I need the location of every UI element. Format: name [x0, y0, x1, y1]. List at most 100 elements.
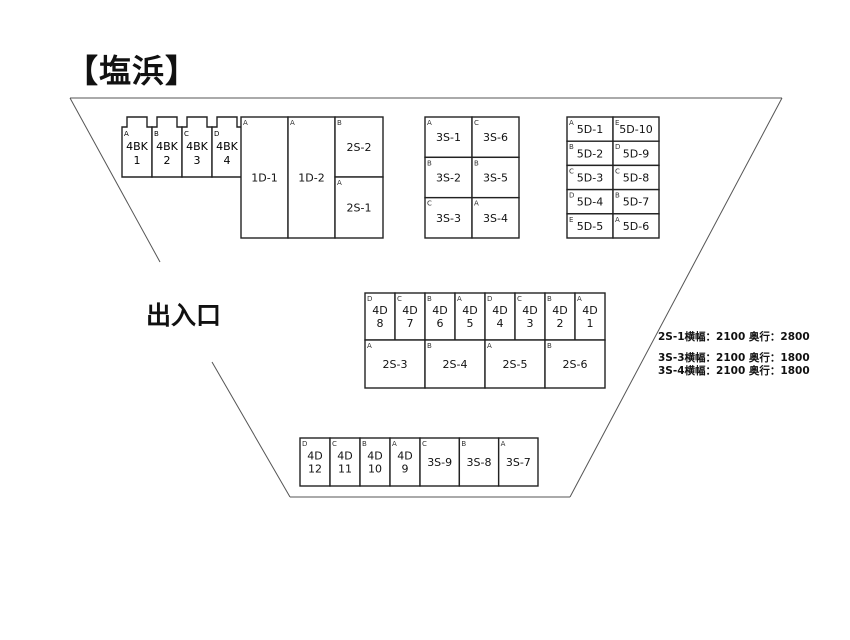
parking-unit: E5D-10 — [612, 116, 660, 142]
unit-outline — [419, 437, 461, 487]
unit-label: 8 — [377, 317, 384, 330]
unit-label: 3 — [527, 317, 534, 330]
unit-label: 4D — [367, 449, 382, 462]
unit-outline — [566, 188, 614, 215]
unit-type-code: D — [367, 295, 372, 303]
unit-label: 4BK — [156, 140, 179, 153]
unit-type-code: B — [427, 295, 432, 303]
unit-type-code: D — [302, 440, 307, 448]
parking-unit: A3S-4 — [471, 196, 520, 239]
unit-outline — [612, 140, 660, 167]
unit-type-code: A — [290, 119, 295, 127]
unit-label: 4D — [307, 449, 322, 462]
unit-type-code: B — [547, 295, 552, 303]
unit-type-code: C — [332, 440, 337, 448]
unit-outline — [566, 213, 614, 239]
unit-label: 4BK — [186, 140, 209, 153]
parking-unit: B5D-2 — [566, 140, 614, 167]
unit-outline — [471, 196, 520, 239]
boundary-left-lower — [211, 361, 291, 498]
unit-label: 5D-9 — [623, 147, 649, 160]
unit-label: 2S-1 — [347, 201, 372, 214]
parking-unit: C5D-3 — [566, 164, 614, 191]
unit-outline — [471, 116, 520, 159]
unit-type-code: A — [487, 342, 492, 350]
unit-outline — [484, 339, 546, 389]
parking-unit: A3S-7 — [497, 437, 539, 487]
unit-type-code: A — [367, 342, 372, 350]
unit-type-code: C — [474, 119, 479, 127]
unit-label: 5D-6 — [623, 220, 649, 233]
unit-label: 6 — [437, 317, 444, 330]
unit-label: 5D-10 — [619, 123, 652, 136]
unit-label: 2S-2 — [347, 141, 372, 154]
parking-unit: E5D-5 — [566, 213, 614, 239]
parking-units: A4BK1B4BK2C4BK3D4BK4A1D-1A1D-2B2S-2A2S-1… — [121, 116, 660, 487]
unit-label: 3S-3 — [436, 212, 461, 225]
unit-type-code: B — [427, 342, 432, 350]
unit-type-code: C — [397, 295, 402, 303]
parking-unit: B 3S-2 — [424, 156, 473, 199]
unit-label: 3S-1 — [436, 131, 461, 144]
parking-unit: B3S-8 — [458, 437, 500, 487]
unit-type-code: B — [427, 159, 432, 167]
unit-outline — [329, 437, 361, 487]
parking-unit: D5D-4 — [566, 188, 614, 215]
unit-label: 4D — [337, 449, 352, 462]
unit-type-code: B — [154, 130, 159, 138]
unit-label: 1 — [134, 154, 141, 167]
unit-type-code: C — [517, 295, 522, 303]
unit-outline — [612, 116, 660, 142]
unit-label: 4BK — [126, 140, 149, 153]
unit-label: 1D-2 — [298, 171, 324, 184]
unit-type-code: B — [474, 159, 479, 167]
unit-outline — [299, 437, 331, 487]
unit-type-code: D — [487, 295, 492, 303]
unit-outline — [454, 292, 486, 341]
unit-label: 2S-3 — [383, 358, 408, 371]
parking-unit: A1D-1 — [240, 116, 289, 239]
unit-label: 5D-2 — [577, 147, 603, 160]
unit-outline — [424, 292, 456, 341]
unit-type-code: C — [427, 200, 432, 208]
parking-unit: A2S-1 — [334, 176, 384, 239]
dimension-note: 3S-4横幅：2100 奥行：1800 — [658, 365, 810, 377]
boundary-left-upper — [69, 97, 161, 263]
unit-label: 4 — [497, 317, 504, 330]
unit-label: 5D-1 — [577, 123, 603, 136]
unit-label: 2 — [164, 154, 171, 167]
unit-outline — [612, 164, 660, 191]
parking-unit: B2S-6 — [544, 339, 606, 389]
parking-unit: C 3S-3 — [424, 196, 473, 239]
unit-label: 4D — [462, 304, 477, 317]
unit-label: 3S-5 — [483, 171, 508, 184]
boundary-right — [569, 97, 783, 498]
unit-label: 4D — [432, 304, 447, 317]
unit-label: 3S-2 — [436, 171, 461, 184]
unit-label: 3S-4 — [483, 212, 508, 225]
parking-unit: A2S-5 — [484, 339, 546, 389]
unit-type-code: B — [461, 440, 466, 448]
unit-label: 3 — [194, 154, 201, 167]
unit-type-code: B — [615, 192, 620, 200]
unit-outline — [240, 116, 289, 239]
unit-type-code: A — [427, 119, 432, 127]
unit-type-code: A — [392, 440, 397, 448]
unit-label: 2S-4 — [443, 358, 468, 371]
unit-type-code: B — [362, 440, 367, 448]
dimension-note: 3S-3横幅：2100 奥行：1800 — [658, 351, 810, 364]
parking-unit: A 1D-2 — [287, 116, 336, 239]
parking-unit: A5D-6 — [612, 213, 660, 239]
unit-label: 1 — [587, 317, 594, 330]
unit-outline — [394, 292, 426, 341]
unit-outline — [424, 196, 473, 239]
unit-label: 3S-8 — [467, 456, 492, 469]
